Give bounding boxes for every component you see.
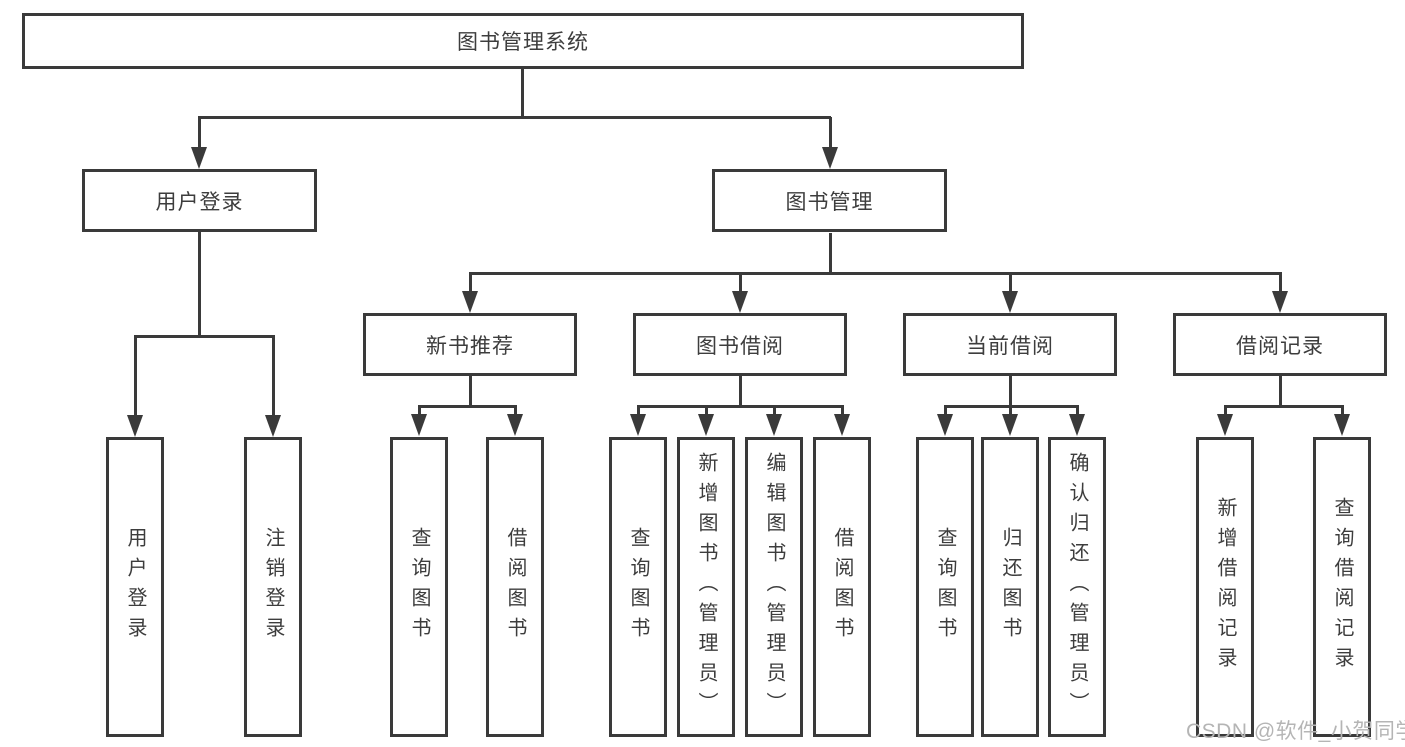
node-current-borrowing-label: 当前借阅 — [966, 334, 1054, 358]
node-library-system: 图书管理系统 — [22, 13, 1024, 69]
connector-vline — [469, 273, 472, 292]
connector-vline — [1341, 406, 1344, 416]
node-leaf-cb-search-books-label: 查询图书 — [934, 527, 956, 647]
arrow-down-icon — [1217, 414, 1233, 436]
arrow-down-icon — [191, 147, 207, 169]
node-leaf-bb-add-books-admin-label: 新增图书（管理员） — [695, 452, 717, 722]
node-leaf-bb-search-books-label: 查询图书 — [627, 527, 649, 647]
arrow-down-icon — [1069, 414, 1085, 436]
node-borrow-records-label: 借阅记录 — [1236, 334, 1324, 358]
node-leaf-br-search-record-label: 查询借阅记录 — [1331, 497, 1353, 677]
node-leaf-cb-confirm-return-admin: 确认归还（管理员） — [1048, 437, 1106, 737]
connector-hline — [1224, 405, 1344, 408]
node-leaf-cb-confirm-return-admin-label: 确认归还（管理员） — [1066, 452, 1088, 722]
node-leaf-cb-search-books: 查询图书 — [916, 437, 974, 737]
connector-vline — [944, 406, 947, 416]
node-leaf-br-search-record: 查询借阅记录 — [1313, 437, 1371, 737]
connector-vline — [1279, 376, 1282, 407]
arrow-down-icon — [822, 147, 838, 169]
connector-vline — [637, 406, 640, 416]
arrow-down-icon — [630, 414, 646, 436]
node-library-system-label: 图书管理系统 — [457, 31, 589, 54]
connector-hline — [637, 405, 844, 408]
node-current-borrowing: 当前借阅 — [903, 313, 1117, 376]
connector-vline — [514, 406, 517, 416]
connector-vline — [739, 376, 742, 407]
connector-vline — [469, 376, 472, 407]
connector-hline — [198, 116, 831, 119]
connector-vline — [829, 233, 832, 275]
node-book-management-label: 图书管理 — [785, 190, 874, 214]
arrow-down-icon — [462, 291, 478, 313]
arrow-down-icon — [265, 415, 281, 437]
node-leaf-cb-return-books-label: 归还图书 — [999, 527, 1021, 647]
node-user-login: 用户登录 — [82, 169, 317, 232]
arrow-down-icon — [1002, 414, 1018, 436]
connector-vline — [198, 232, 201, 338]
connector-vline — [272, 336, 275, 416]
connector-vline — [1009, 273, 1012, 292]
connector-vline — [1279, 273, 1282, 292]
node-leaf-cb-return-books: 归还图书 — [981, 437, 1039, 737]
arrow-down-icon — [1334, 414, 1350, 436]
connector-vline — [1009, 406, 1012, 416]
connector-vline — [1224, 406, 1227, 416]
node-book-borrowing: 图书借阅 — [633, 313, 847, 376]
node-new-book-recommend-label: 新书推荐 — [426, 334, 514, 358]
arrow-down-icon — [732, 291, 748, 313]
arrow-down-icon — [507, 414, 523, 436]
node-leaf-nb-borrow-books: 借阅图书 — [486, 437, 544, 737]
node-leaf-br-add-record-label: 新增借阅记录 — [1214, 497, 1236, 677]
connector-vline — [829, 117, 832, 148]
connector-hline — [134, 335, 275, 338]
node-leaf-br-add-record: 新增借阅记录 — [1196, 437, 1254, 737]
connector-hline — [418, 405, 517, 408]
connector-vline — [521, 69, 524, 118]
node-leaf-nb-search-books-label: 查询图书 — [408, 527, 430, 647]
connector-vline — [134, 336, 137, 416]
node-leaf-bb-borrow-books: 借阅图书 — [813, 437, 871, 737]
arrow-down-icon — [698, 414, 714, 436]
node-leaf-bb-edit-books-admin-label: 编辑图书（管理员） — [763, 452, 785, 722]
node-leaf-logout: 注销登录 — [244, 437, 302, 737]
arrow-down-icon — [834, 414, 850, 436]
connector-vline — [418, 406, 421, 416]
connector-vline — [739, 273, 742, 292]
connector-vline — [705, 406, 708, 416]
arrow-down-icon — [1272, 291, 1288, 313]
connector-vline — [198, 117, 201, 148]
node-leaf-user-login-label: 用户登录 — [124, 527, 146, 647]
node-leaf-nb-search-books: 查询图书 — [390, 437, 448, 737]
node-leaf-bb-edit-books-admin: 编辑图书（管理员） — [745, 437, 803, 737]
node-leaf-bb-add-books-admin: 新增图书（管理员） — [677, 437, 735, 737]
node-leaf-user-login: 用户登录 — [106, 437, 164, 737]
arrow-down-icon — [411, 414, 427, 436]
connector-vline — [1076, 406, 1079, 416]
node-book-management: 图书管理 — [712, 169, 947, 232]
node-user-login-label: 用户登录 — [155, 190, 244, 214]
node-leaf-bb-search-books: 查询图书 — [609, 437, 667, 737]
node-new-book-recommend: 新书推荐 — [363, 313, 577, 376]
arrow-down-icon — [766, 414, 782, 436]
node-borrow-records: 借阅记录 — [1173, 313, 1387, 376]
connector-vline — [773, 406, 776, 416]
arrow-down-icon — [937, 414, 953, 436]
arrow-down-icon — [127, 415, 143, 437]
csdn-watermark: CSDN @软件_小贺同学 — [1186, 720, 1405, 743]
arrow-down-icon — [1002, 291, 1018, 313]
node-leaf-bb-borrow-books-label: 借阅图书 — [831, 527, 853, 647]
node-leaf-logout-label: 注销登录 — [262, 527, 284, 647]
node-leaf-nb-borrow-books-label: 借阅图书 — [504, 527, 526, 647]
connector-vline — [841, 406, 844, 416]
connector-vline — [1009, 376, 1012, 407]
connector-hline — [469, 272, 1282, 275]
node-book-borrowing-label: 图书借阅 — [696, 334, 784, 358]
